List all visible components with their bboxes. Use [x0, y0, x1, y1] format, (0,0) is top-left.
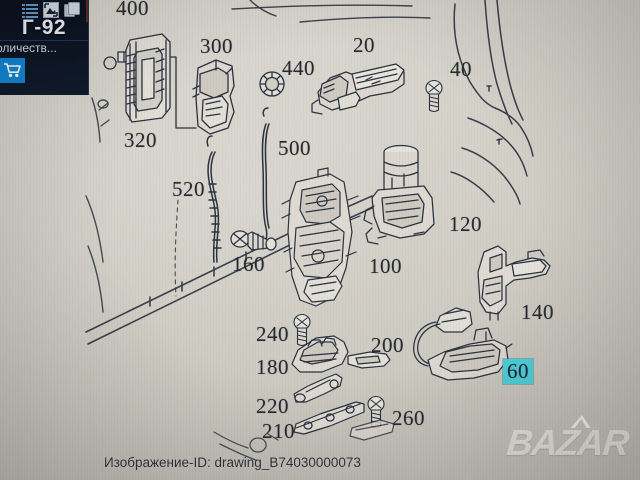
bazar-watermark: BAZAR: [504, 415, 631, 464]
part-label-260: 260: [392, 406, 425, 430]
watermark-text: BAZAR: [504, 422, 631, 463]
app-overlay-panel: Г-92 оличеств...: [0, 0, 89, 95]
add-to-cart-button[interactable]: [0, 58, 25, 83]
part-label-300: 300: [200, 34, 233, 58]
part-label-400: 400: [116, 0, 149, 20]
part-label-210: 210: [262, 419, 295, 443]
panel-title: Г-92: [21, 16, 67, 39]
panel-accent-line: [86, 0, 88, 22]
part-label-120: 120: [449, 212, 482, 236]
cart-icon: [4, 63, 21, 78]
panel-divider: [0, 40, 88, 41]
panel-icon-bar: [22, 2, 80, 18]
part-label-500: 500: [278, 136, 311, 160]
part-label-40: 40: [450, 57, 472, 81]
part-label-180: 180: [256, 355, 289, 379]
part-label-200: 200: [371, 333, 404, 357]
part-label-220: 220: [256, 394, 289, 418]
part-label-60: 60: [503, 359, 533, 384]
image-id-caption: Изображение-ID: drawing_B74030000073: [104, 455, 361, 470]
image-expand-icon[interactable]: [43, 2, 59, 18]
part-label-100: 100: [369, 254, 402, 278]
copy-layers-icon[interactable]: [64, 2, 80, 18]
part-label-520: 520: [172, 177, 205, 201]
part-label-240: 240: [256, 322, 289, 346]
part-label-320: 320: [124, 128, 157, 152]
list-icon[interactable]: [22, 2, 38, 18]
panel-subtitle: оличеств...: [0, 41, 57, 55]
part-label-160: 160: [232, 252, 265, 276]
part-label-440: 440: [282, 56, 315, 80]
part-label-140: 140: [521, 300, 554, 324]
part-label-20: 20: [353, 33, 375, 57]
